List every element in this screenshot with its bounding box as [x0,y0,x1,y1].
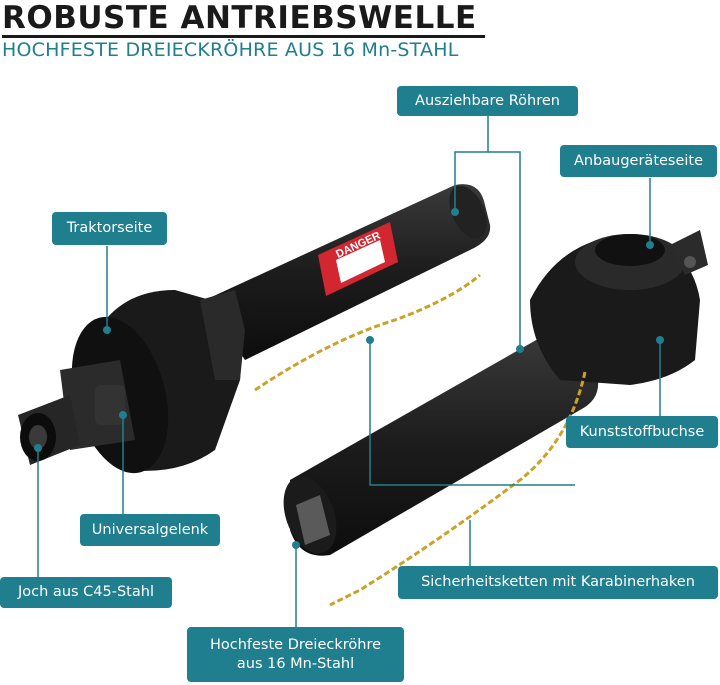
callout-traktorseite: Traktorseite [52,212,167,245]
left-shaft-assembly: DANGER [18,184,491,474]
callout-ausziehbare-roehren: Ausziehbare Röhren [397,86,578,116]
page-subtitle: HOCHFESTE DREIECKRÖHRE AUS 16 Mn-STAHL [2,39,459,61]
right-shaft-assembly [283,230,708,556]
callout-kunststoffbuchse: Kunststoffbuchse [566,416,718,448]
callout-anbaugeraeteseite: Anbaugeräteseite [560,145,717,177]
callout-universalgelenk: Universalgelenk [80,514,220,546]
callout-dreieckroehre-line1: Hochfeste Dreieckröhre [209,637,382,654]
callout-dreieckroehre-line2: aus 16 Mn-Stahl [236,655,355,672]
callout-sicherheitsketten: Sicherheitsketten mit Karabinerhaken [398,566,718,599]
title-underline [2,35,485,38]
callout-dots [34,208,664,549]
callout-joch: Joch aus C45-Stahl [0,577,172,608]
callout-dreieckroehre: Hochfeste Dreieckröhre aus 16 Mn-Stahl [187,627,404,682]
callout-lines [37,114,661,628]
page-title: ROBUSTE ANTRIEBSWELLE [2,0,477,36]
